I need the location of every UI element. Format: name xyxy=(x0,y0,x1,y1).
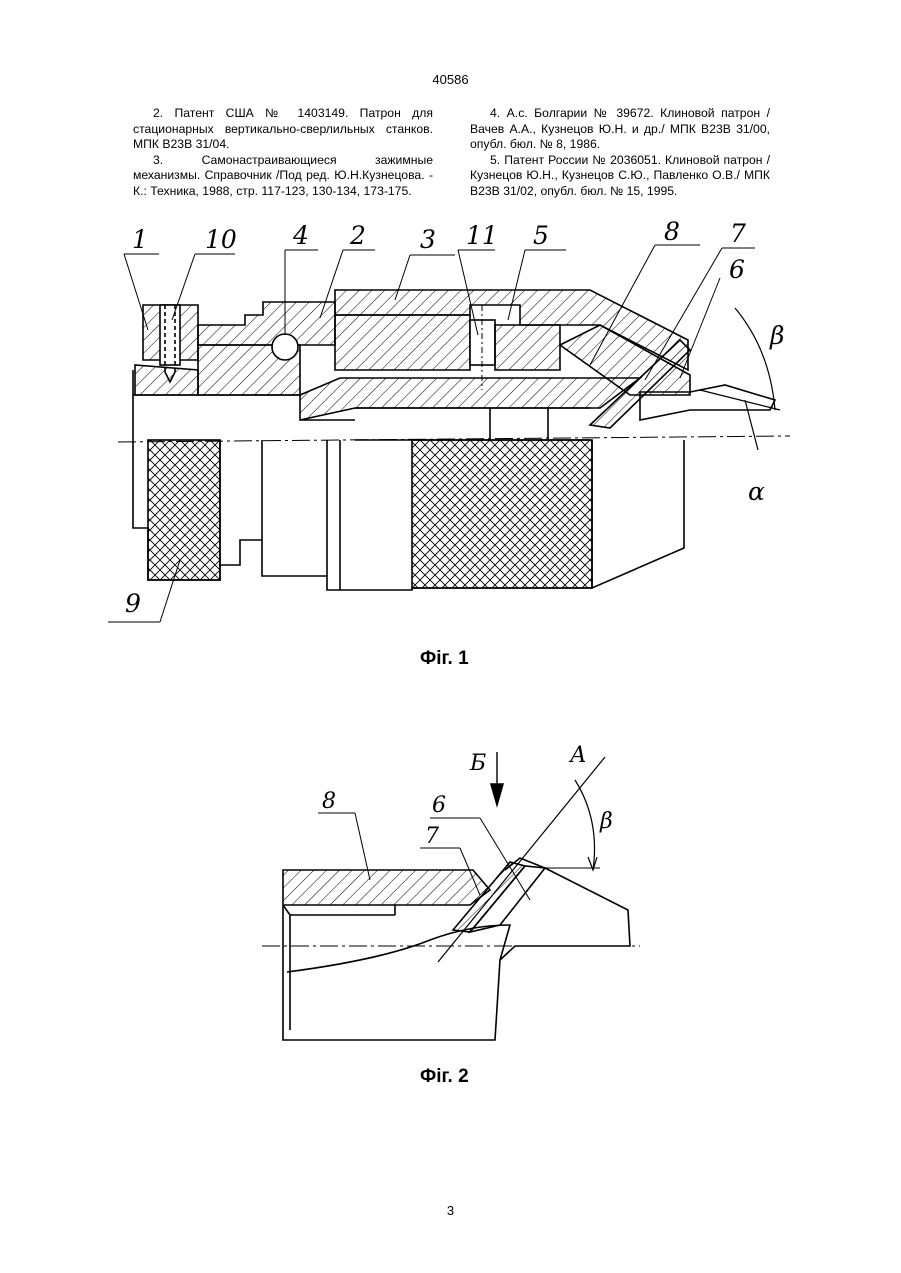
label-7: 7 xyxy=(425,824,439,849)
page-number: 3 xyxy=(0,1203,901,1218)
figure-2-caption: Фіг. 2 xyxy=(420,1066,469,1088)
label-beta: β xyxy=(599,809,613,834)
figure-2-drawing: Б А 8 6 7 β xyxy=(0,0,901,1060)
label-a: А xyxy=(568,743,587,768)
label-6: 6 xyxy=(432,793,446,818)
label-8: 8 xyxy=(322,789,336,814)
label-b: Б xyxy=(469,751,486,776)
